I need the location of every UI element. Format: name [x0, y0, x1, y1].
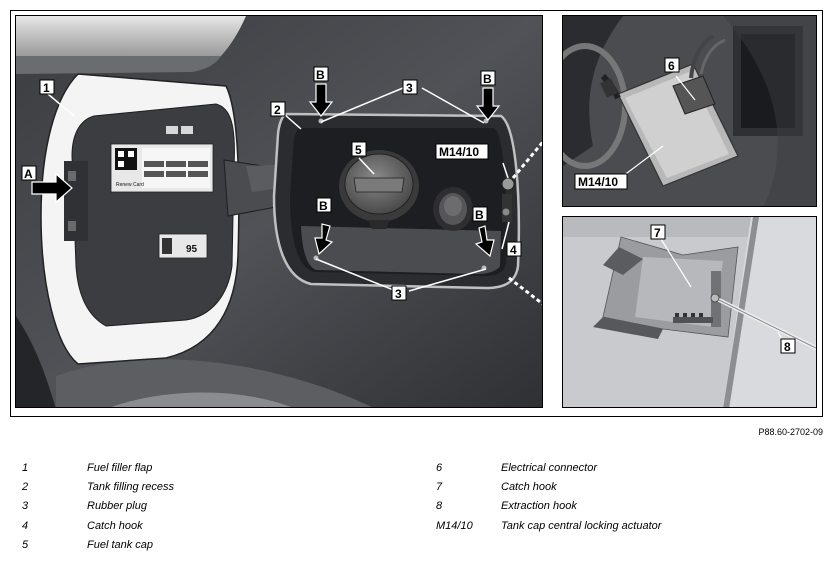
extraction-hook: [710, 293, 816, 351]
callout-b-bottom-left: B: [316, 197, 332, 213]
body-reflection: [16, 16, 246, 56]
svg-text:6: 6: [668, 59, 675, 73]
legend-item: 5 Fuel tank cap: [22, 538, 402, 557]
callout-5: 5: [351, 141, 367, 157]
arrow-b-top-left: [308, 83, 334, 117]
legend-item: 8 Extraction hook: [436, 499, 826, 518]
svg-text:7: 7: [654, 226, 661, 240]
legend-text: Extraction hook: [501, 500, 577, 513]
arrow-a: [31, 172, 73, 204]
svg-text:1: 1: [43, 81, 50, 95]
legend-item: 6 Electrical connector: [436, 461, 826, 480]
arrow-b-bottom-left: [314, 223, 334, 256]
legend-item: 4 Catch hook: [22, 519, 402, 538]
svg-text:B: B: [319, 199, 328, 213]
svg-text:B: B: [475, 208, 484, 222]
arrow-b-top-right: [475, 87, 501, 121]
callout-b-bottom-right: B: [472, 206, 488, 222]
figure-reference-code: P88.60-2702-09: [758, 427, 823, 437]
detail-panel-actuator: 6 M14/10: [562, 15, 817, 207]
main-photo: Renew Card 95: [16, 16, 542, 407]
legend-item: 7 Catch hook: [436, 480, 826, 499]
legend-number: M14/10: [436, 519, 473, 532]
svg-text:M14/10: M14/10: [439, 145, 479, 159]
svg-text:B: B: [316, 68, 325, 82]
legend-item: 2 Tank filling recess: [22, 480, 402, 499]
legend-number: 1: [22, 462, 29, 474]
legend-left-column: 1 Fuel filler flap 2 Tank filling recess 3…: [22, 461, 402, 557]
svg-text:3: 3: [395, 287, 402, 301]
svg-text:B: B: [483, 72, 492, 86]
callout-3-top: 3: [402, 79, 418, 95]
svg-text:A: A: [24, 167, 33, 181]
catch-hook-detail-illustration: 7 8: [563, 217, 816, 407]
legend-text: Catch hook: [501, 481, 557, 494]
callout-m14-10: M14/10: [435, 143, 489, 160]
legend-text: Rubber plug: [87, 500, 147, 513]
callout-b-top-left: B: [313, 66, 329, 82]
legend-number: 5: [22, 538, 29, 551]
legend-number: 2: [22, 481, 29, 494]
arrow-b-bottom-right: [474, 225, 495, 258]
callout-m14-10-detail: M14/10: [574, 173, 628, 190]
actuator-body: [617, 63, 739, 187]
legend-right-column: 6 Electrical connector 7 Catch hook 8 Extra…: [436, 461, 826, 538]
svg-text:M14/10: M14/10: [578, 175, 618, 189]
sticker-brand: Renew Card: [116, 182, 144, 188]
callout-6: 6: [664, 57, 680, 73]
fuel-filler-flap: Renew Card 95: [40, 73, 240, 365]
actuator-detail-photo: 6 M14/10: [563, 16, 816, 206]
legend-item: 1 Fuel filler flap: [22, 461, 402, 480]
legend-text: Catch hook: [87, 519, 143, 532]
detail-panel-catch-hook: 7 8: [562, 216, 817, 408]
legend-number: 8: [436, 500, 443, 513]
svg-text:4: 4: [510, 243, 517, 257]
callout-8: 8: [780, 338, 796, 354]
legend-text: Fuel filler flap: [87, 462, 153, 474]
main-photo-panel: Renew Card 95: [15, 15, 543, 408]
fuel-grade: 95: [186, 244, 198, 255]
catch-hook: [593, 236, 739, 339]
callout-1: 1: [39, 79, 55, 95]
callout-3-bottom: 3: [391, 285, 407, 301]
fuel-tank-cap: [339, 150, 419, 229]
callout-2: 2: [270, 101, 286, 117]
legend-item: 3 Rubber plug: [22, 499, 402, 518]
svg-text:2: 2: [274, 103, 281, 117]
svg-text:8: 8: [784, 340, 791, 354]
legend-number: 4: [22, 519, 29, 532]
legend-number: 6: [436, 462, 443, 474]
legend-text: Tank cap central locking actuator: [501, 519, 662, 532]
legend-number: 7: [436, 481, 443, 494]
svg-text:3: 3: [406, 81, 413, 95]
legend-item: M14/10 Tank cap central locking actuator: [436, 519, 826, 538]
svg-text:5: 5: [355, 143, 362, 157]
callout-4: 4: [506, 241, 522, 257]
small-filler-neck: [433, 187, 473, 231]
legend-text: Fuel tank cap: [87, 538, 154, 551]
callout-7: 7: [650, 224, 666, 240]
callout-b-top-right: B: [480, 70, 496, 86]
legend-number: 3: [22, 500, 29, 513]
legend-text: Electrical connector: [501, 462, 597, 474]
legend-text: Tank filling recess: [87, 481, 175, 494]
callout-a: A: [21, 165, 37, 181]
